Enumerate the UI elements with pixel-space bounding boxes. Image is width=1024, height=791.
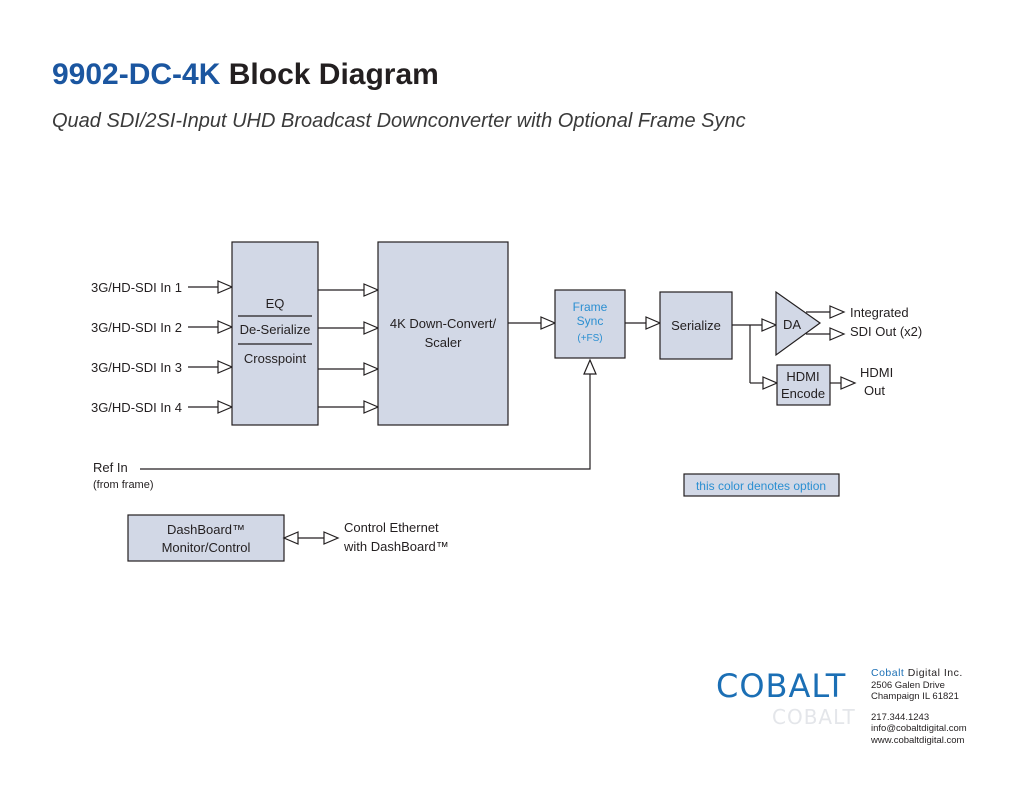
da-label: DA [783, 317, 801, 332]
dashboard-label-line1: DashBoard™ [167, 522, 245, 537]
company-suffix: Digital Inc. [907, 667, 963, 679]
address-line2: Champaign IL 61821 [871, 691, 959, 702]
control-ethernet-label-line1: Control Ethernet [344, 520, 439, 535]
page-title: 9902-DC-4K Block Diagram [52, 58, 439, 92]
company-name: Cobalt Digital Inc. [871, 667, 967, 680]
hdmi-out-label-line1: HDMI [860, 365, 893, 380]
dashboard-label-line2: Monitor/Control [162, 540, 251, 555]
downconvert-scaler-block [377, 241, 509, 426]
cobalt-logo-text: COBALT [716, 667, 847, 705]
ref-in-arrowhead [583, 358, 597, 375]
sdi-out-label-line2: SDI Out (x2) [850, 324, 922, 339]
frame-sync-block [554, 289, 626, 359]
input-1-label: 3G/HD-SDI In 1 [91, 280, 182, 295]
title-text: Block Diagram [228, 58, 439, 91]
website-url: www.cobaltdigital.com [871, 734, 965, 746]
crosspoint-label: Crosspoint [244, 351, 307, 366]
eq-deserialize-crosspoint-block [231, 241, 319, 426]
dashboard-block [127, 514, 285, 562]
downconvert-label-line1: 4K Down-Convert/ [390, 316, 497, 331]
ref-in-sublabel: (from frame) [93, 479, 154, 491]
serialize-label: Serialize [671, 318, 721, 333]
input-arrows [188, 280, 234, 414]
frame-sync-label-line1: Frame [573, 300, 608, 314]
hdmi-encode-label-line1: HDMI [786, 369, 819, 384]
cobalt-logo-ghost: COBALT [772, 705, 856, 729]
company-brand: Cobalt [871, 667, 905, 679]
hdmi-encode-block [776, 364, 831, 406]
ref-in-line [140, 374, 591, 470]
downconvert-label-line2: Scaler [425, 335, 463, 350]
contact-block: Cobalt Digital Inc. 2506 Galen Drive Cha… [871, 667, 967, 746]
phone-number: 217.344.1243 [871, 711, 930, 723]
email-address: info@cobaltdigital.com [871, 723, 967, 734]
da-output-arrows [806, 305, 846, 341]
da-amplifier [775, 290, 822, 357]
address-line1: 2506 Galen Drive [871, 679, 945, 691]
model-name: 9902-DC-4K [52, 58, 221, 91]
hdmi-encode-label-line2: Encode [781, 386, 825, 401]
control-ethernet-label-line2: with DashBoard™ [343, 539, 449, 554]
hdmi-out-label-line2: Out [864, 383, 885, 398]
frame-sync-option-label: (+FS) [577, 333, 602, 344]
option-legend-box [683, 473, 840, 497]
input-4-label: 3G/HD-SDI In 4 [91, 400, 182, 415]
ref-in-label: Ref In [93, 460, 128, 475]
page-subtitle: Quad SDI/2SI-Input UHD Broadcast Downcon… [52, 110, 746, 132]
frame-sync-label-line2: Sync [577, 314, 604, 328]
deserialize-label: De-Serialize [240, 322, 311, 337]
input-3-label: 3G/HD-SDI In 3 [91, 360, 182, 375]
eq-label: EQ [266, 296, 285, 311]
option-legend-text: this color denotes option [696, 479, 826, 493]
serialize-block [659, 291, 733, 360]
input-2-label: 3G/HD-SDI In 2 [91, 320, 182, 335]
crosspoint-to-downconvert-arrows [318, 283, 380, 414]
ethernet-bidirectional-arrow [282, 531, 340, 545]
sdi-out-label-line1: Integrated [850, 305, 909, 320]
